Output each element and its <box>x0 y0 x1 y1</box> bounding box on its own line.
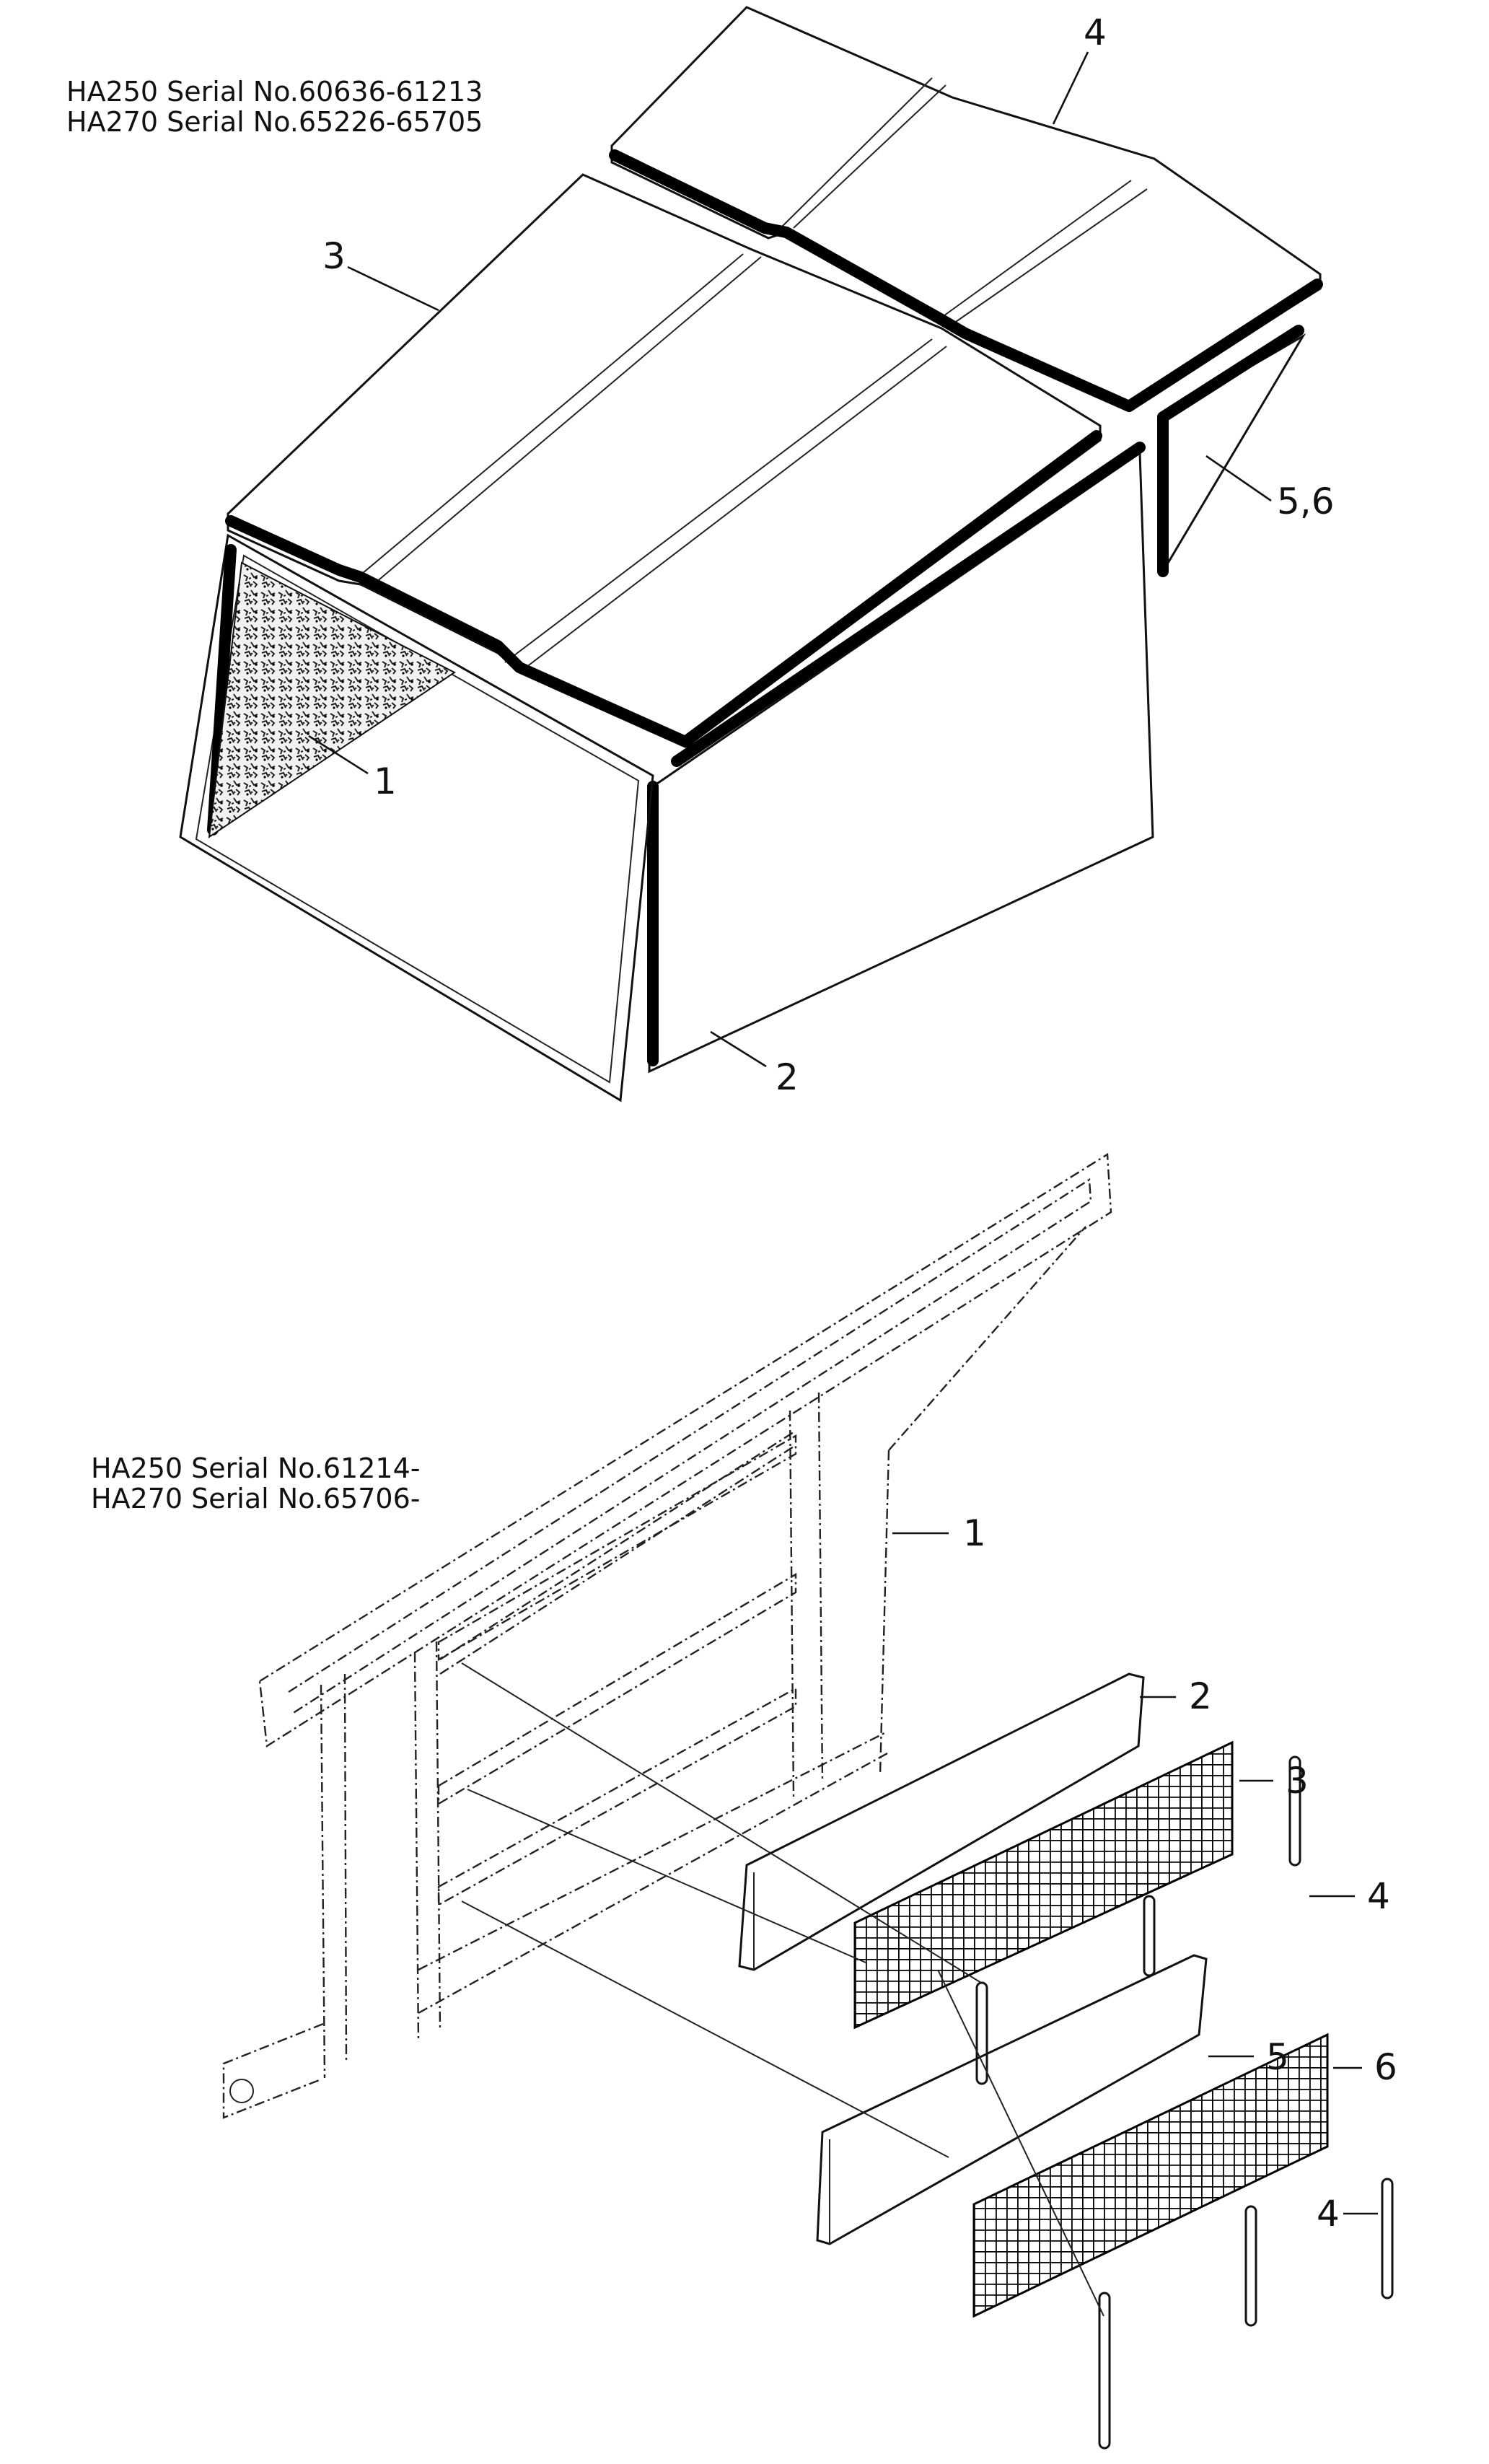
top-callout-2: 2 <box>776 1056 799 1098</box>
bottom-assembly: HA250 Serial No.61214- HA270 Serial No.6… <box>91 1152 1397 2450</box>
plate-part-5 <box>816 1954 1208 2245</box>
slide-rails <box>437 1434 797 1907</box>
foam-part-1 <box>208 561 456 839</box>
bottom-callout-4-upper: 4 <box>1367 1875 1390 1917</box>
side-seal-part-5-6 <box>1157 325 1306 577</box>
top-callout-3: 3 <box>322 235 346 277</box>
mesh-part-3 <box>853 1740 1234 2030</box>
bottom-callout-2: 2 <box>1189 1675 1212 1717</box>
frame-part-1 <box>222 1152 1112 2119</box>
top-assembly: HA250 Serial No.60636-61213 HA270 Serial… <box>66 6 1335 1102</box>
main-pad-part-3 <box>225 173 1102 748</box>
shell-part-2 <box>179 442 1154 1102</box>
top-callout-1: 1 <box>374 760 397 802</box>
bottom-callout-5: 5 <box>1266 2036 1289 2078</box>
top-serial-line-2: HA270 Serial No.65226-65705 <box>66 106 483 138</box>
upper-pad-part-4 <box>609 6 1323 412</box>
bottom-callout-6: 6 <box>1374 2046 1397 2088</box>
plate-part-2 <box>738 1672 1145 1971</box>
bottom-serial-line-1: HA250 Serial No.61214- <box>91 1452 420 1484</box>
mesh-part-6 <box>972 2033 1329 2318</box>
bottom-serial-line-2: HA270 Serial No.65706- <box>91 1483 420 1514</box>
bottom-callout-4-lower: 4 <box>1317 2193 1340 2235</box>
bottom-callout-3: 3 <box>1286 1760 1309 1802</box>
bottom-callout-1: 1 <box>963 1512 986 1554</box>
top-serial-line-1: HA250 Serial No.60636-61213 <box>66 76 483 108</box>
top-callout-5-6: 5,6 <box>1277 481 1335 522</box>
top-callout-4: 4 <box>1084 12 1107 53</box>
retainer-pins-part-4 <box>975 1755 1394 2450</box>
